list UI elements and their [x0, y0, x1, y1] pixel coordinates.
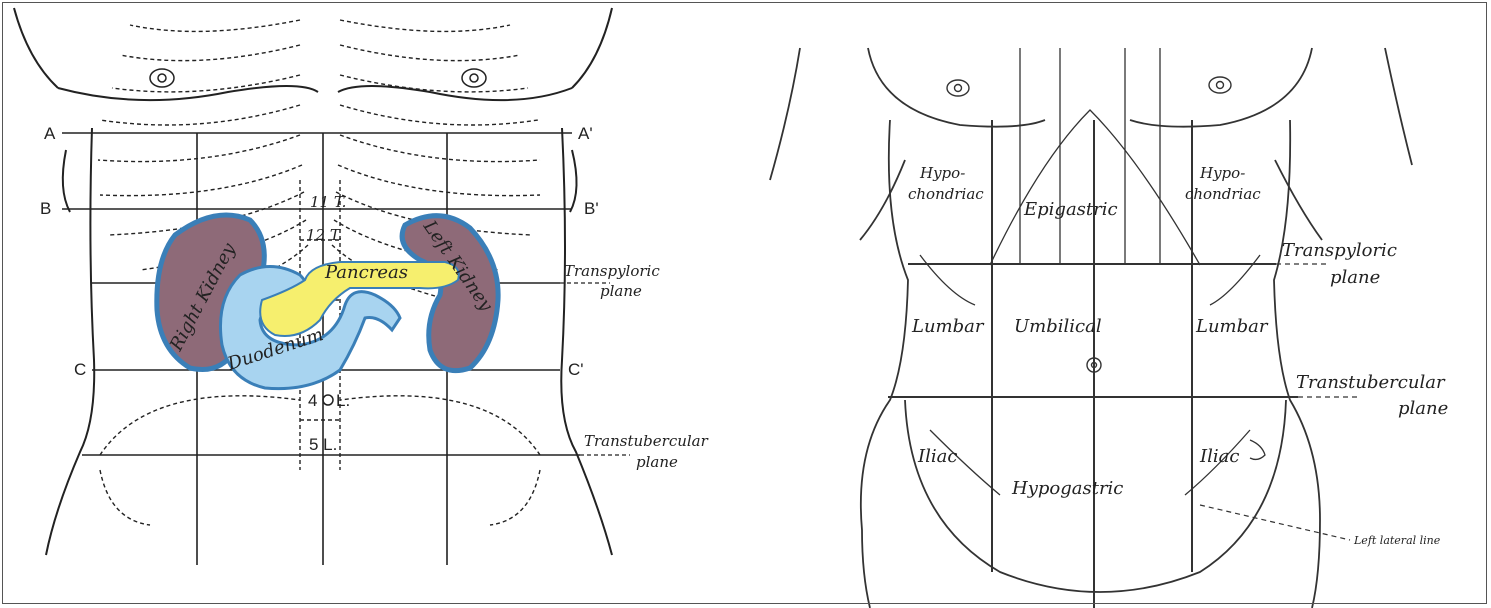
vertebra-t12: 12 T.	[306, 226, 342, 244]
iliac-right-label: Iliac	[917, 446, 957, 467]
transtubercular-label-r2: plane	[1398, 398, 1448, 419]
hypogastric-label: Hypogastric	[1011, 478, 1123, 499]
vertebra-l4: 4	[308, 391, 317, 410]
vertebra-l5: 5 L.	[309, 435, 337, 454]
transpyloric-label-r1: Transpyloric	[1282, 240, 1397, 261]
left-lateral-line-label: Left lateral line	[1353, 534, 1441, 547]
plane-letter-a-prime: A'	[578, 124, 593, 143]
vertebra-l4-letter: L.	[336, 391, 350, 410]
plane-letter-b: B	[40, 199, 51, 218]
right-labels: Hypo- chondriac Epigastric Hypo- chondri…	[908, 164, 1448, 547]
pancreas-label: Pancreas	[324, 262, 408, 283]
left-nipples	[150, 69, 486, 87]
right-muscle-lines	[920, 48, 1265, 495]
transpyloric-label-1: Transpyloric	[564, 262, 660, 280]
plane-letter-c: C	[74, 360, 86, 379]
vertebra-t11: 11 T.	[310, 193, 346, 211]
plane-letter-b-prime: B'	[584, 199, 599, 218]
transpyloric-label-r2: plane	[1330, 267, 1380, 288]
transtubercular-label-2: plane	[636, 453, 678, 471]
transtubercular-label-r1: Transtubercular	[1296, 372, 1446, 393]
hypochondriac-right-label-2: chondriac	[908, 185, 984, 203]
epigastric-label: Epigastric	[1023, 199, 1118, 220]
lumbar-left-label: Lumbar	[1195, 316, 1269, 337]
umbilicus-marker-left	[323, 395, 333, 405]
right-nipples	[947, 77, 1231, 96]
hypochondriac-left-label-1: Hypo-	[1199, 164, 1245, 182]
hypochondriac-right-label-1: Hypo-	[919, 164, 965, 182]
transpyloric-label-2: plane	[600, 282, 642, 300]
right-plane-dashes	[1200, 264, 1360, 540]
iliac-left-label: Iliac	[1199, 446, 1239, 467]
lumbar-right-label: Lumbar	[911, 316, 985, 337]
transtubercular-label-1: Transtubercular	[584, 432, 709, 450]
plane-letter-c-prime: C'	[568, 360, 584, 379]
umbilical-label: Umbilical	[1014, 316, 1102, 337]
plane-letter-a: A	[44, 124, 56, 143]
hypochondriac-left-label-2: chondriac	[1185, 185, 1261, 203]
